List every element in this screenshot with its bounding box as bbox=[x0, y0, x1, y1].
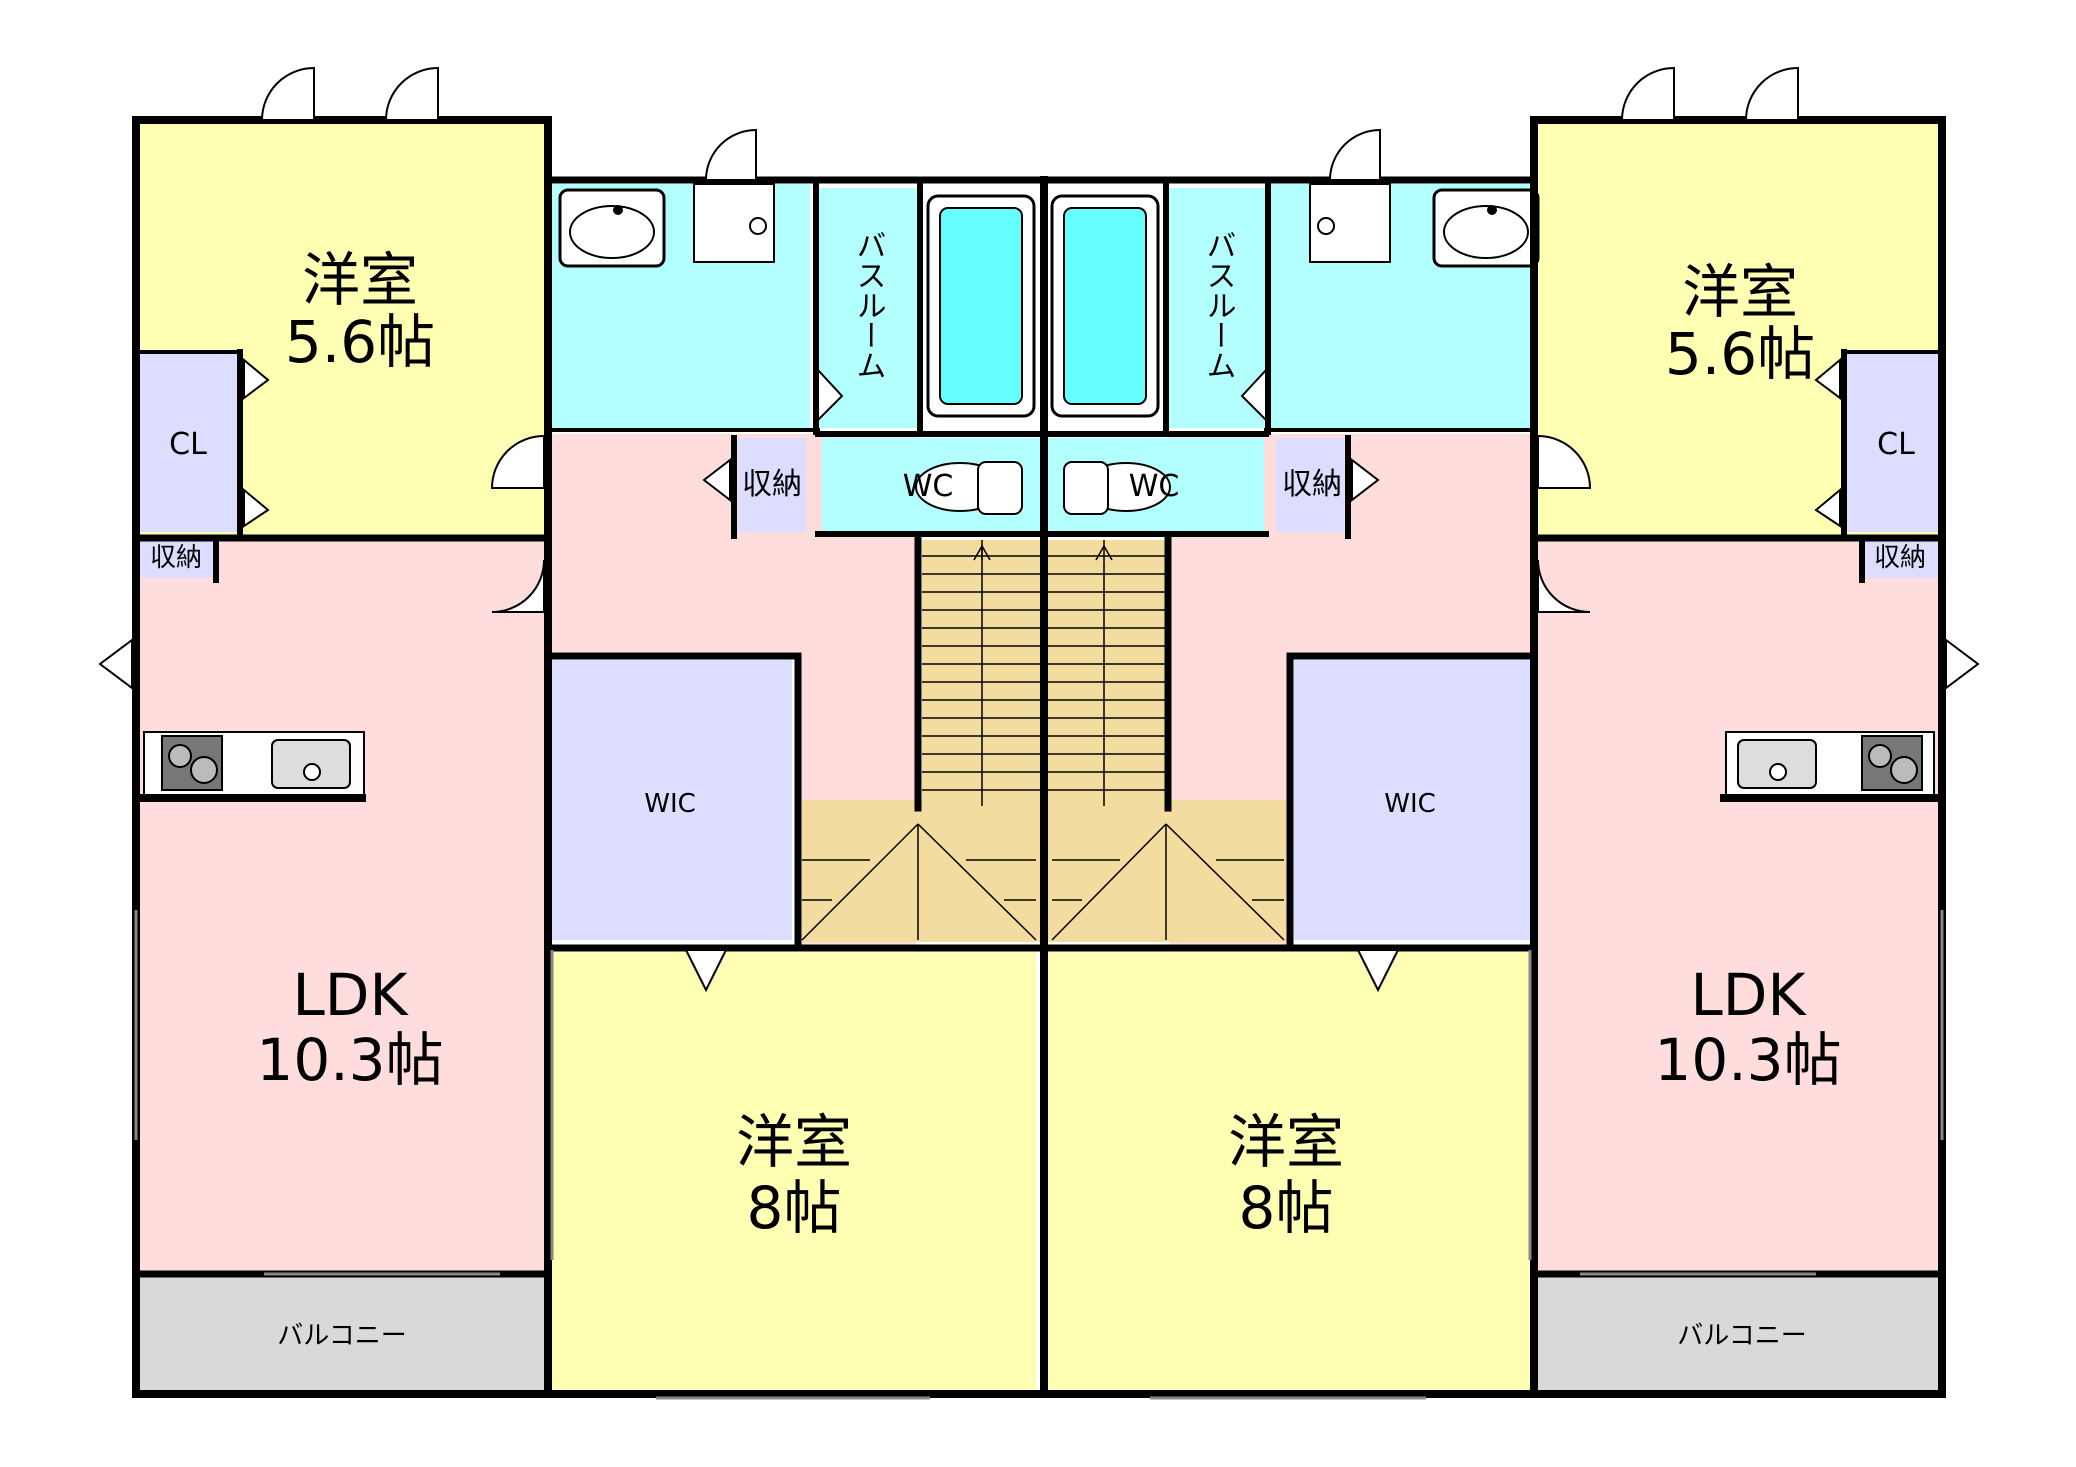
right-storage-hall-label: 収納 bbox=[1282, 467, 1342, 502]
left-stairs-landing bbox=[802, 800, 1040, 942]
right-stair-treads bbox=[1048, 540, 1285, 941]
right-washing-machine-icon bbox=[1309, 183, 1391, 263]
left-wic-label: WIC bbox=[644, 789, 696, 819]
right-closet bbox=[1846, 352, 1938, 532]
left-storage-hall-label: 収納 bbox=[742, 467, 802, 502]
right-kitchen-counter bbox=[1720, 731, 1938, 802]
right-stairs-main bbox=[1048, 540, 1166, 808]
right-ldk-size: 10.3帖 bbox=[1654, 1026, 1841, 1094]
left-balcony bbox=[140, 1276, 548, 1392]
left-bathroom-label: バスルーム bbox=[851, 230, 886, 380]
left-sink-icon bbox=[558, 188, 666, 268]
left-walls bbox=[132, 116, 1048, 1398]
left-bedroom-large-size: 8帖 bbox=[747, 1174, 842, 1242]
left-storage-hall bbox=[738, 438, 806, 532]
left-bedroom-small-size: 5.6帖 bbox=[285, 308, 435, 376]
right-ldk-name: LDK bbox=[1690, 961, 1807, 1029]
left-stair-treads bbox=[801, 540, 1040, 941]
right-toilet-icon bbox=[1063, 461, 1171, 515]
right-stairs-landing bbox=[1048, 800, 1286, 942]
left-storage-corner-label: 収納 bbox=[150, 543, 202, 573]
right-storage-corner-label: 収納 bbox=[1874, 543, 1926, 573]
right-unit bbox=[1040, 66, 1980, 1398]
left-bedroom-large bbox=[552, 952, 1036, 1392]
left-stairs-main bbox=[922, 540, 1040, 808]
right-closet-label: CL bbox=[1877, 427, 1915, 462]
right-bedroom-small-size: 5.6帖 bbox=[1665, 320, 1815, 388]
left-unit bbox=[98, 66, 1048, 1398]
right-wic bbox=[1294, 660, 1530, 940]
windows bbox=[134, 910, 1944, 1400]
right-bedroom-large bbox=[1048, 952, 1530, 1392]
right-doors bbox=[1240, 66, 1980, 993]
left-balcony-label: バルコニー bbox=[277, 1321, 406, 1351]
right-bedroom-small-name: 洋室 bbox=[1682, 258, 1798, 326]
right-wc-label: WC bbox=[1129, 469, 1180, 504]
left-closet-label: CL bbox=[169, 427, 207, 462]
left-storage-corner bbox=[140, 536, 214, 578]
labels: 洋室 5.6帖 CL 収納 LDK 10.3帖 バルコニー 収納 WC WIC … bbox=[150, 230, 1926, 1351]
left-kitchen-counter bbox=[140, 731, 366, 802]
right-balcony bbox=[1534, 1276, 1938, 1392]
right-walls bbox=[1040, 116, 1946, 1398]
right-balcony-label: バルコニー bbox=[1677, 1321, 1806, 1351]
left-doors bbox=[98, 66, 844, 993]
right-bathtub-water bbox=[1063, 207, 1147, 405]
right-sink-icon bbox=[1432, 188, 1540, 268]
left-closet bbox=[140, 352, 240, 532]
left-washing-machine-icon bbox=[693, 183, 775, 263]
right-bedroom-large-name: 洋室 bbox=[1228, 1108, 1344, 1176]
left-toilet-icon bbox=[915, 461, 1023, 515]
left-bedroom-small-name: 洋室 bbox=[302, 246, 418, 314]
left-wc-label: WC bbox=[903, 469, 954, 504]
right-ldk bbox=[1534, 536, 1938, 1272]
right-bedroom-large-size: 8帖 bbox=[1239, 1174, 1334, 1242]
right-storage-hall bbox=[1276, 438, 1344, 532]
left-wic bbox=[552, 660, 792, 940]
right-wic-label: WIC bbox=[1384, 789, 1436, 819]
left-bathtub-water bbox=[939, 207, 1023, 405]
left-ldk bbox=[140, 536, 548, 1272]
left-ldk-name: LDK bbox=[292, 961, 409, 1029]
left-ldk-size: 10.3帖 bbox=[256, 1026, 443, 1094]
left-bedroom-large-name: 洋室 bbox=[736, 1108, 852, 1176]
right-storage-corner bbox=[1864, 536, 1938, 578]
right-bathroom-label: バスルーム bbox=[1201, 230, 1236, 380]
